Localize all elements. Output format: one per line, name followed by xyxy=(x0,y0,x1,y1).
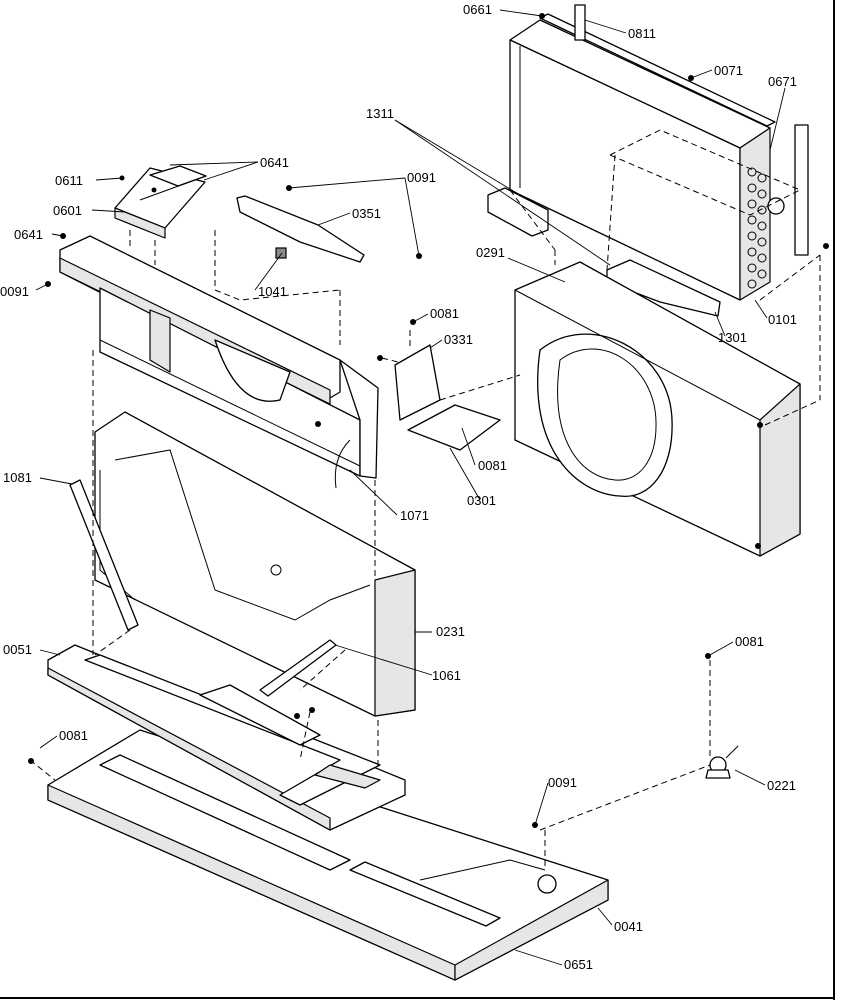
condenser-coil-assembly xyxy=(509,4,809,301)
callout-0101: 0101 xyxy=(768,312,797,327)
callout-0601: 0601 xyxy=(53,203,82,218)
callout-0081-right: 0081 xyxy=(735,634,764,649)
callout-0081-bracket-bottom: 0081 xyxy=(478,458,507,473)
callout-0671: 0671 xyxy=(768,74,797,89)
callout-0071: 0071 xyxy=(714,63,743,78)
base-pan-assembly xyxy=(47,729,609,981)
callout-0651: 0651 xyxy=(564,957,593,972)
callout-1041: 1041 xyxy=(258,284,287,299)
callout-0641-top: 0641 xyxy=(260,155,289,170)
callout-0091-left: 0091 xyxy=(0,284,29,299)
coil-hairpins xyxy=(747,167,767,289)
foam-block-upper xyxy=(487,187,549,237)
top-panel-assembly xyxy=(59,235,379,489)
callout-1311: 1311 xyxy=(366,106,394,121)
alignment-lines xyxy=(29,154,821,870)
wire-harness-bracket xyxy=(236,195,365,263)
leader-lines xyxy=(35,9,786,966)
callout-1071: 1071 xyxy=(400,508,429,523)
callout-0081-bracket-top: 0081 xyxy=(430,306,459,321)
callout-0611: 0611 xyxy=(55,173,83,188)
callout-0811: 0811 xyxy=(628,26,656,41)
callout-0301: 0301 xyxy=(467,493,496,508)
inner-tray-assembly xyxy=(47,644,406,831)
drain-pan-assembly xyxy=(94,411,416,717)
callout-0331: 0331 xyxy=(444,332,473,347)
callout-0231: 0231 xyxy=(436,624,465,639)
mounting-bracket-lower xyxy=(407,404,501,451)
mounting-bracket-upper xyxy=(394,344,441,421)
callout-0221: 0221 xyxy=(767,778,796,793)
callout-1081: 1081 xyxy=(3,470,32,485)
blower-scroll-housing xyxy=(514,261,801,557)
drain-valve xyxy=(705,745,739,779)
callout-0051: 0051 xyxy=(3,642,32,657)
callout-1301: 1301 xyxy=(718,330,747,345)
terminal-block xyxy=(275,247,287,259)
callout-0081-left: 0081 xyxy=(59,728,88,743)
callout-0351: 0351 xyxy=(352,206,381,221)
callout-labels: 0661 0811 0071 0671 1311 0641 0611 0091 … xyxy=(0,2,797,972)
callout-0041: 0041 xyxy=(614,919,643,934)
callout-0291: 0291 xyxy=(476,245,505,260)
callout-0091-top: 0091 xyxy=(407,170,436,185)
control-switch-assembly xyxy=(114,165,207,239)
callout-0091-bottom: 0091 xyxy=(548,775,577,790)
callout-0661: 0661 xyxy=(463,2,492,17)
drain-tube xyxy=(69,479,139,631)
callout-1061: 1061 xyxy=(432,668,461,683)
callout-0641-left: 0641 xyxy=(14,227,43,242)
